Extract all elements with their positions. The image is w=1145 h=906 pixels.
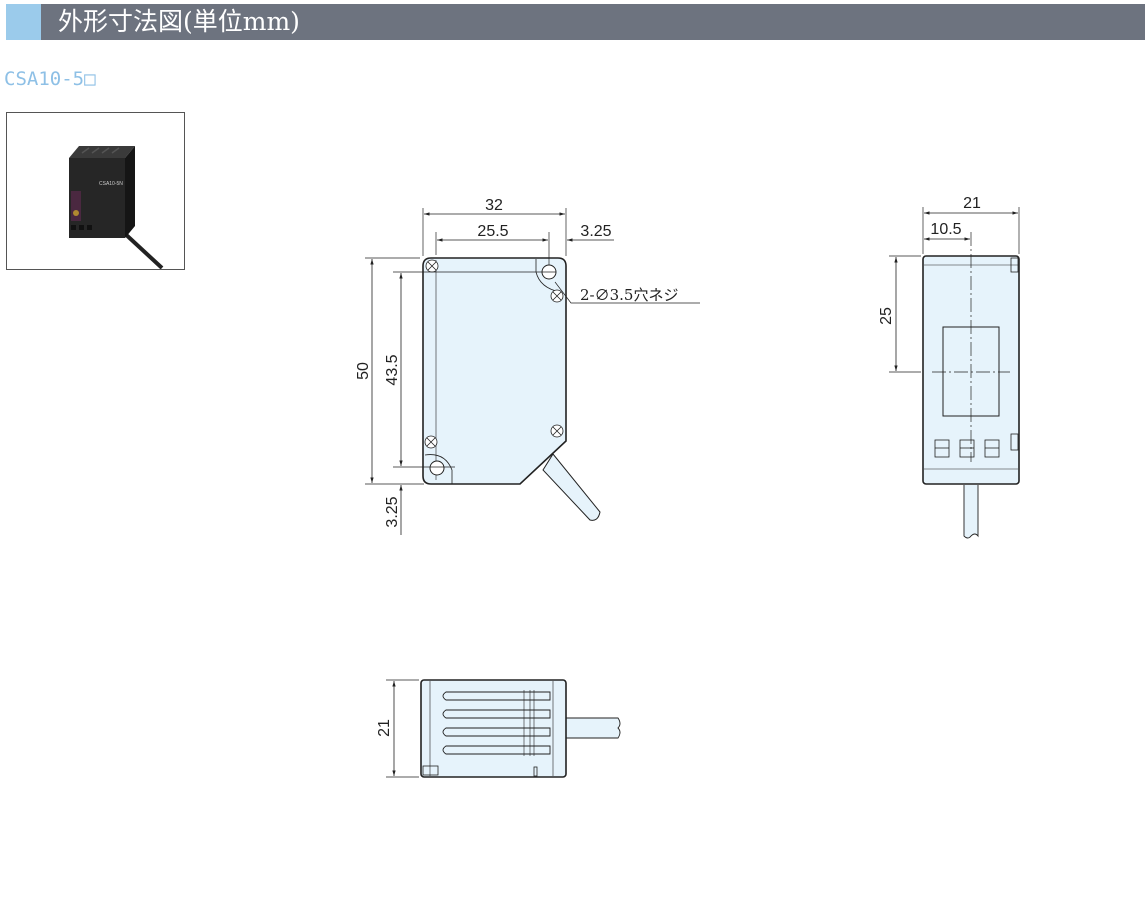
product-photo: CSA10-5N	[6, 112, 185, 270]
bottom-view	[386, 679, 621, 778]
photo-label: CSA10-5N	[99, 181, 123, 187]
screw-icons	[424, 259, 564, 449]
page-title: 外形寸法図(単位mm)	[58, 7, 300, 36]
sensor-photo-illustration: CSA10-5N	[69, 146, 164, 270]
side-view	[889, 207, 1020, 539]
model-name: CSA10-5□	[4, 68, 96, 90]
dim-front-offset-bottom: 3.25	[384, 496, 401, 527]
hole-note: 2-∅3.5穴ネジ	[580, 286, 678, 304]
front-view	[365, 208, 700, 535]
dim-side-optical-axis: 25	[878, 307, 895, 325]
header-accent	[6, 4, 41, 40]
dim-side-width: 21	[963, 195, 981, 212]
dim-bottom-height: 21	[376, 719, 393, 737]
dim-side-center: 10.5	[930, 221, 961, 238]
dim-front-hole-pitch-x: 25.5	[477, 223, 508, 240]
dim-front-height: 50	[355, 362, 372, 380]
dim-front-hole-pitch-y: 43.5	[384, 354, 401, 385]
section-header: 外形寸法図(単位mm)	[6, 4, 1145, 40]
dim-front-offset-right: 3.25	[580, 223, 611, 240]
dim-front-width: 32	[485, 197, 503, 214]
